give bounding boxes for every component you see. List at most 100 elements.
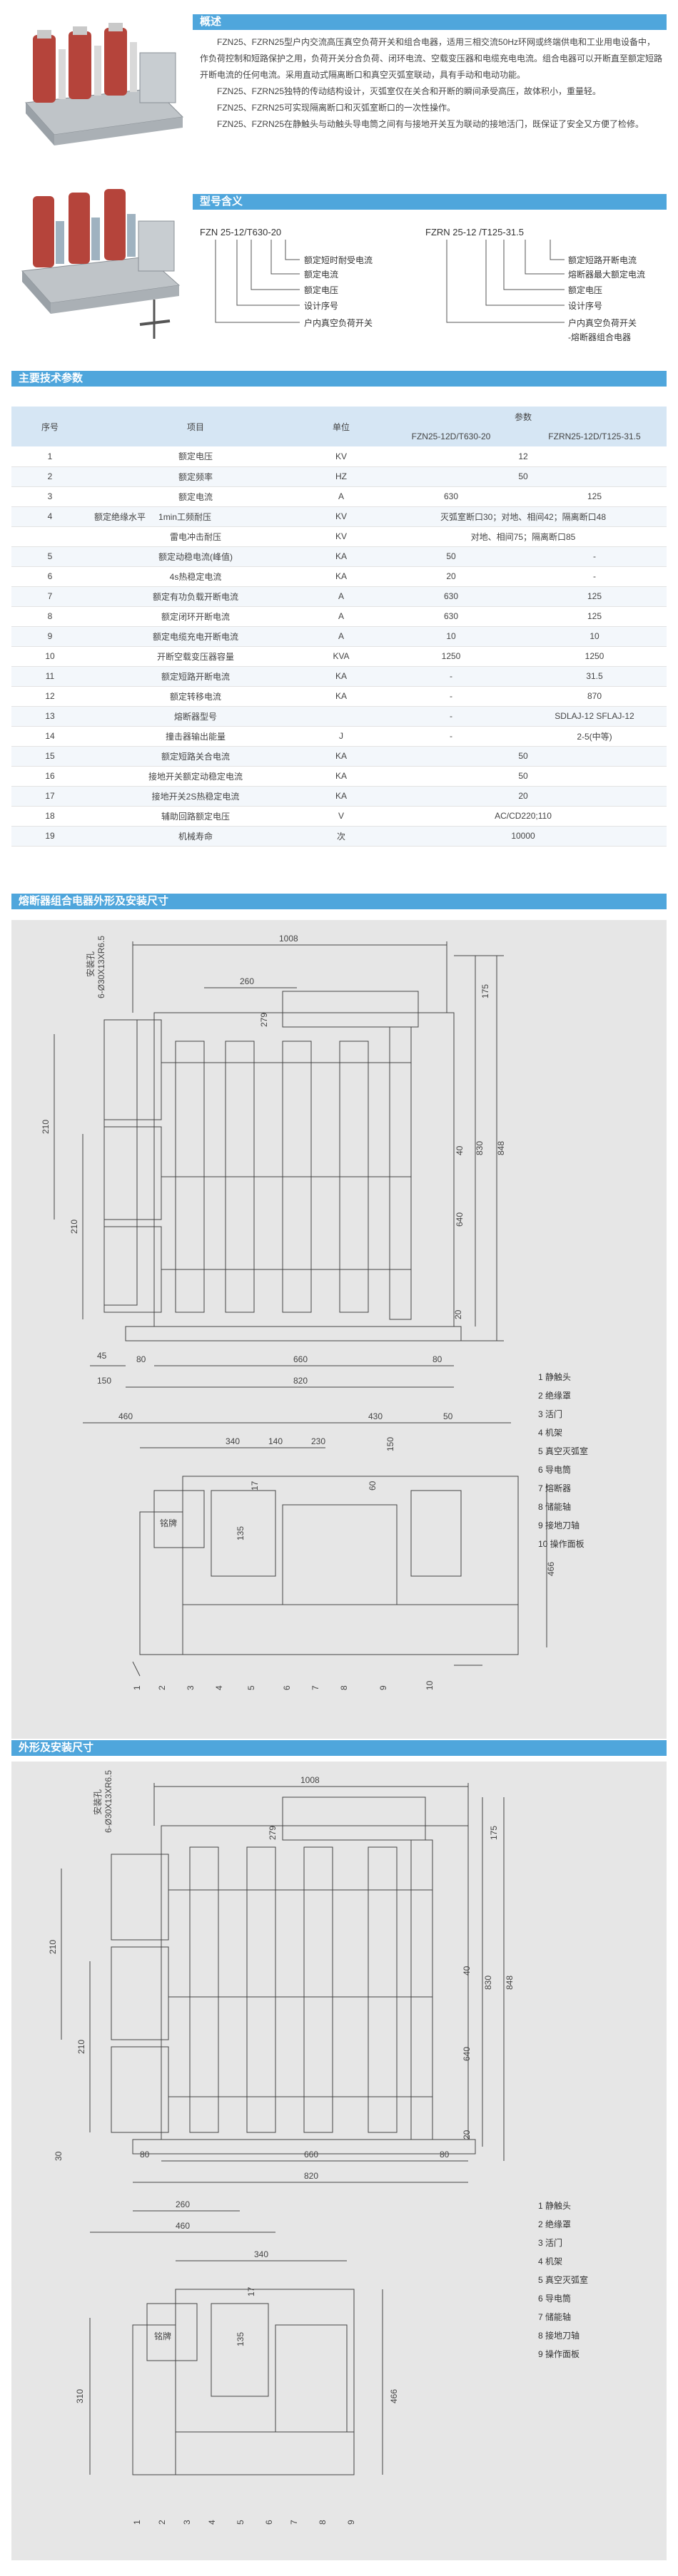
table-cell: 额定短路关合电流 <box>88 746 303 767</box>
dimension-label: 80 <box>136 1354 146 1364</box>
dimension-label: 17 <box>246 2286 256 2296</box>
dimension-label: 4 <box>207 2520 217 2525</box>
table-cell: 50 <box>380 766 667 787</box>
model-left-leader-lines <box>215 240 300 323</box>
model-right-label: 额定短路开断电流 <box>568 255 637 265</box>
spec-header-no: 序号 <box>11 407 88 446</box>
table-cell: 50 <box>380 746 667 767</box>
table-cell: 4 <box>11 506 88 527</box>
dimension-label: 640 <box>462 2047 472 2061</box>
model-right: FZRN 25-12 /T125-31.5 额定短路开断电流 熔断器最大额定电流… <box>425 227 661 377</box>
spec-header-item: 项目 <box>88 407 303 446</box>
table-cell: KV <box>303 446 380 467</box>
table-cell: 额定有功负载开断电流 <box>88 586 303 607</box>
table-cell: A <box>303 486 380 507</box>
dimension-label: 175 <box>489 1826 499 1840</box>
drawing1-insulator-bot <box>103 1226 162 1313</box>
model-right-label: 户内真空负荷开关 <box>568 318 637 328</box>
legend-item: 5 真空灭弧室 <box>538 2275 589 2285</box>
table-cell: - <box>380 666 522 687</box>
table-cell: 雷电冲击耐压 <box>88 526 303 547</box>
table-cell: 20 <box>380 566 522 587</box>
table-cell: 8 <box>11 606 88 627</box>
table-cell: 4s热稳定电流 <box>88 566 303 587</box>
model-right-leader-lines <box>446 240 565 323</box>
legend-item: 3 活门 <box>538 1409 563 1419</box>
table-cell: 31.5 <box>522 666 667 687</box>
table-cell: 3 <box>11 486 88 507</box>
dimension-label: 5 <box>246 1685 256 1690</box>
table-cell: 2 <box>11 466 88 487</box>
table-cell: 630 <box>380 606 522 627</box>
table-cell: 接地开关额定动稳定电流 <box>88 766 303 787</box>
dimension-label: 7 <box>289 2520 299 2525</box>
table-cell: 6 <box>11 566 88 587</box>
drawing1-insulator-top <box>103 1019 162 1120</box>
table-cell: 125 <box>522 486 667 507</box>
table-group-label: 额定绝缘水平 <box>94 511 146 522</box>
dimension-label: 3 <box>186 1685 196 1690</box>
table-cell: 额定短路开断电流 <box>88 666 303 687</box>
table-cell: 对地、相间75；隔离断口85 <box>380 526 667 547</box>
dimension-label: 820 <box>293 1376 308 1386</box>
dimension-label: 3 <box>182 2520 192 2525</box>
table-cell: - <box>522 546 667 567</box>
table-cell: 13 <box>11 706 88 727</box>
legend-item: 7 熔断器 <box>538 1483 572 1493</box>
table-cell: SDLAJ-12 SFLAJ-12 <box>522 706 667 727</box>
spec-table: 序号 项目 单位 参数 FZN25-12D/T630-20 FZRN25-12D… <box>11 407 667 847</box>
model-meaning-title: 型号含义 <box>193 194 667 210</box>
dimension-label: 20 <box>453 1309 463 1319</box>
spec-header-col1: FZN25-12D/T630-20 <box>380 426 522 446</box>
dimension-label: 466 <box>389 2389 399 2403</box>
model-right-label: 额定电压 <box>568 285 603 295</box>
table-cell: 额定电压 <box>88 446 303 467</box>
table-cell: 熔断器型号 <box>88 706 303 727</box>
dimension-label: 175 <box>480 984 490 998</box>
table-cell: A <box>303 586 380 607</box>
drawing1-title: 熔断器组合电器外形及安装尺寸 <box>11 894 667 909</box>
table-cell: KA <box>303 786 380 807</box>
dimension-label: 1 <box>132 2520 142 2525</box>
model-right-code: FZRN 25-12 /T125-31.5 <box>425 227 525 237</box>
dimension-label: 310 <box>75 2389 85 2403</box>
table-cell: V <box>303 806 380 827</box>
dimension-label: 4 <box>214 1685 224 1690</box>
dimension-label: 466 <box>546 1562 556 1576</box>
table-cell: 开断空载变压器容量 <box>88 646 303 667</box>
table-cell: 1 <box>11 446 88 467</box>
model-left: FZN 25-12/T630-20 额定短时耐受电流 额定电流 额定电压 设计序… <box>200 227 414 369</box>
table-cell: 额定动稳电流(峰值) <box>88 546 303 567</box>
legend-item: 2 绝缘罩 <box>538 2219 572 2229</box>
spec-header-unit: 单位 <box>303 407 380 446</box>
table-cell: 50 <box>380 466 667 487</box>
product-photo-1 <box>11 10 190 153</box>
load-switch-image-icon <box>24 23 184 145</box>
table-cell: KA <box>303 666 380 687</box>
overview-title: 概述 <box>193 14 667 30</box>
spec-title: 主要技术参数 <box>11 371 667 387</box>
dimension-label: 150 <box>385 1437 395 1451</box>
dimension-label: 铭牌 <box>160 1518 177 1528</box>
legend-item: 10 操作面板 <box>538 1539 585 1549</box>
dimension-label: 1008 <box>300 1775 320 1785</box>
legend-item: 2 绝缘罩 <box>538 1391 572 1401</box>
dimension-label: 7 <box>310 1685 320 1690</box>
model-left-label: 额定短时耐受电流 <box>304 255 373 265</box>
dimension-label: 210 <box>41 1120 51 1134</box>
drawing2-side-frame <box>175 2289 355 2475</box>
table-cell: - <box>380 706 522 727</box>
legend-item: 1 静触头 <box>538 1372 572 1382</box>
table-cell: 额定闭环开断电流 <box>88 606 303 627</box>
table-cell: 5 <box>11 546 88 567</box>
table-cell: 12 <box>380 446 667 467</box>
